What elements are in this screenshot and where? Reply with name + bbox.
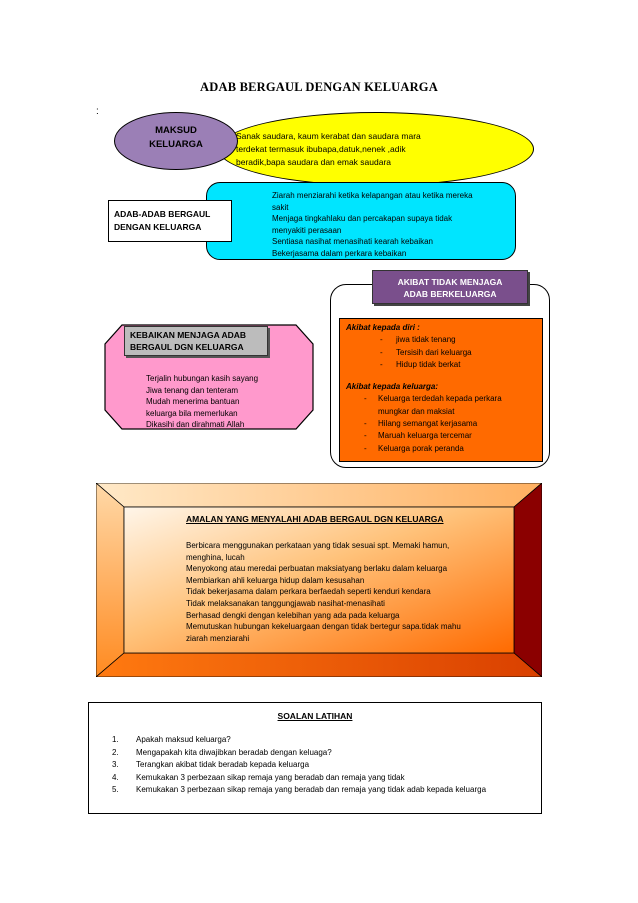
list-item: Sentiasa nasihat menasihati kearah kebai… bbox=[272, 237, 433, 246]
maksud-label-line: MAKSUD bbox=[155, 125, 197, 136]
question-number: 1. bbox=[112, 735, 119, 744]
akibat-keluarga-item: mungkar dan maksiat bbox=[378, 406, 455, 416]
list-item: Menyokong atau meredai perbuatan maksiat… bbox=[186, 564, 448, 574]
akibat-title-line: ADAB BERKELUARGA bbox=[403, 288, 497, 299]
adab-label-box bbox=[108, 200, 232, 242]
question-row: 5. Kemukakan 3 perbezaan sikap remaja ya… bbox=[112, 784, 542, 797]
kebaikan-title: KEBAIKAN MENJAGA ADAB BERGAUL DGN KELUAR… bbox=[130, 330, 270, 353]
list-item: Mudah menerima bantuan bbox=[146, 397, 240, 406]
question-text: Apakah maksud keluarga? bbox=[136, 735, 231, 744]
dash: - bbox=[364, 431, 367, 441]
question-number: 5. bbox=[112, 785, 119, 795]
page-title: ADAB BERGAUL DENGAN KELUARGA bbox=[200, 80, 438, 94]
list-item: Terjalin hubungan kasih sayang bbox=[146, 374, 259, 383]
adab-label-line: ADAB-ADAB BERGAUL bbox=[114, 209, 211, 219]
akibat-header bbox=[372, 270, 528, 304]
kebaikan-list: Terjalin hubungan kasih sayang Jiwa tena… bbox=[146, 373, 296, 431]
question-row: 3. Terangkan akibat tidak beradab kepada… bbox=[112, 759, 542, 772]
kebaikan-title-line: KEBAIKAN MENJAGA ADAB bbox=[130, 330, 247, 340]
list-item: - Hilang semangat kerjasama bbox=[346, 418, 542, 430]
list-item: Memutuskan hubungan kekeluargaan dengan … bbox=[186, 622, 461, 632]
list-item: Tidak melaksanakan tanggungjawab nasihat… bbox=[186, 598, 385, 608]
akibat-keluarga-heading: Akibat kepada keluarga: bbox=[346, 382, 439, 392]
question-row: 4. Kemukakan 3 perbezaan sikap remaja ya… bbox=[112, 772, 542, 785]
question-text: Mengapakah kita diwajibkan beradab denga… bbox=[136, 747, 332, 757]
dash: - bbox=[364, 419, 367, 429]
akibat-diri-item: jiwa tidak tenang bbox=[396, 335, 456, 345]
akibat-diri-item: Tersisih dari keluarga bbox=[396, 347, 472, 357]
maksud-label-line: KELUARGA bbox=[149, 139, 203, 150]
soalan-title: SOALAN LATIHAN bbox=[277, 711, 353, 721]
list-item: ziarah menziarahi bbox=[186, 633, 250, 643]
list-item: Dikasihi dan dirahmati Allah bbox=[146, 420, 245, 429]
adab-label: ADAB-ADAB BERGAUL DENGAN KELUARGA bbox=[114, 208, 230, 234]
list-item: sakit bbox=[272, 202, 289, 212]
maksud-text-line: terdekat termasuk ibubapa,datuk,nenek ,a… bbox=[236, 144, 406, 154]
list-item: Tidak bekerjasama dalam perkara berfaeda… bbox=[186, 587, 431, 597]
question-row: 2. Mengapakah kita diwajibkan beradab de… bbox=[112, 747, 542, 760]
dash: - bbox=[380, 335, 383, 345]
list-item: Membiarkan ahli keluarga hidup dalam kes… bbox=[186, 575, 365, 585]
question-number: 3. bbox=[112, 760, 119, 770]
list-item: keluarga bila memerlukan bbox=[146, 408, 238, 418]
amalan-list: Berbicara menggunakan perkataan yang tid… bbox=[186, 540, 496, 644]
kebaikan-title-line: BERGAUL DGN KELUARGA bbox=[130, 341, 244, 352]
soalan-box bbox=[88, 702, 542, 814]
soalan-list: 1. Apakah maksud keluarga? 2. Mengapakah… bbox=[112, 734, 542, 797]
akibat-title-line: AKIBAT TIDAK MENJAGA bbox=[397, 277, 503, 287]
list-item: - Maruah keluarga tercemar bbox=[346, 430, 542, 442]
amalan-bevel-box bbox=[96, 483, 542, 677]
dash: - bbox=[380, 347, 383, 357]
akibat-box bbox=[339, 318, 543, 462]
maksud-text-line: Sanak saudara, kaum kerabat dan saudara … bbox=[236, 131, 421, 141]
akibat-keluarga-item: Maruah keluarga tercemar bbox=[378, 431, 472, 441]
list-item: Berbicara menggunakan perkataan yang tid… bbox=[186, 541, 450, 550]
akibat-diri-heading: Akibat kepada diri : bbox=[346, 323, 420, 332]
question-row: 1. Apakah maksud keluarga? bbox=[112, 734, 542, 747]
dash: - bbox=[380, 359, 383, 369]
list-item: Ziarah menziarahi ketika kelapangan atau… bbox=[272, 191, 473, 200]
dash: - bbox=[364, 443, 367, 453]
akibat-content: Akibat kepada diri : - jiwa tidak tenang… bbox=[346, 322, 542, 455]
akibat-keluarga-item: Keluarga porak peranda bbox=[378, 443, 464, 453]
question-number: 2. bbox=[112, 747, 119, 757]
list-item: - Keluarga porak peranda bbox=[346, 443, 542, 455]
akibat-diri-item: Hidup tidak berkat bbox=[396, 359, 461, 369]
maksud-text-line: beradik,bapa saudara dan emak saudara bbox=[236, 157, 391, 167]
list-item: menyakiti perasaan bbox=[272, 225, 342, 235]
amalan-title: AMALAN YANG MENYALAHI ADAB BERGAUL DGN K… bbox=[186, 514, 444, 524]
maksud-definition: Sanak saudara, kaum kerabat dan saudara … bbox=[236, 130, 476, 169]
adab-box bbox=[206, 182, 516, 260]
maksud-ellipse bbox=[218, 112, 534, 186]
list-item: mungkar dan maksiat bbox=[346, 406, 542, 418]
list-item: menghina, lucah bbox=[186, 552, 245, 562]
stray-mark: : bbox=[96, 106, 99, 117]
list-item: Berhasad dengki dengan kelebihan yang ad… bbox=[186, 610, 400, 620]
akibat-title: AKIBAT TIDAK MENJAGA ADAB BERKELUARGA bbox=[372, 277, 528, 300]
kebaikan-tag bbox=[124, 326, 268, 356]
list-item: Jiwa tenang dan tenteram bbox=[146, 385, 239, 395]
maksud-label-ellipse bbox=[114, 112, 238, 170]
question-text: Terangkan akibat tidak beradab kepada ke… bbox=[136, 760, 310, 770]
question-text: Kemukakan 3 perbezaan sikap remaja yang … bbox=[136, 772, 405, 782]
adab-label-line: DENGAN KELUARGA bbox=[114, 222, 202, 232]
question-number: 4. bbox=[112, 772, 119, 782]
dash: - bbox=[364, 394, 367, 404]
maksud-label: MAKSUD KELUARGA bbox=[122, 124, 230, 152]
question-text: Kemukakan 3 perbezaan sikap remaja yang … bbox=[136, 785, 487, 795]
list-item: Menjaga tingkahlaku dan percakapan supay… bbox=[272, 214, 453, 223]
list-item: - Hidup tidak berkat bbox=[346, 359, 542, 371]
list-item: - jiwa tidak tenang bbox=[346, 334, 542, 346]
akibat-keluarga-item: Keluarga terdedah kepada perkara bbox=[378, 394, 502, 404]
adab-list: Ziarah menziarahi ketika kelapangan atau… bbox=[272, 190, 522, 259]
akibat-keluarga-item: Hilang semangat kerjasama bbox=[378, 419, 478, 429]
list-item: - Tersisih dari keluarga bbox=[346, 347, 542, 359]
list-item: Bekerjasama dalam perkara kebaikan bbox=[272, 248, 407, 258]
list-item: - Keluarga terdedah kepada perkara bbox=[346, 393, 542, 405]
